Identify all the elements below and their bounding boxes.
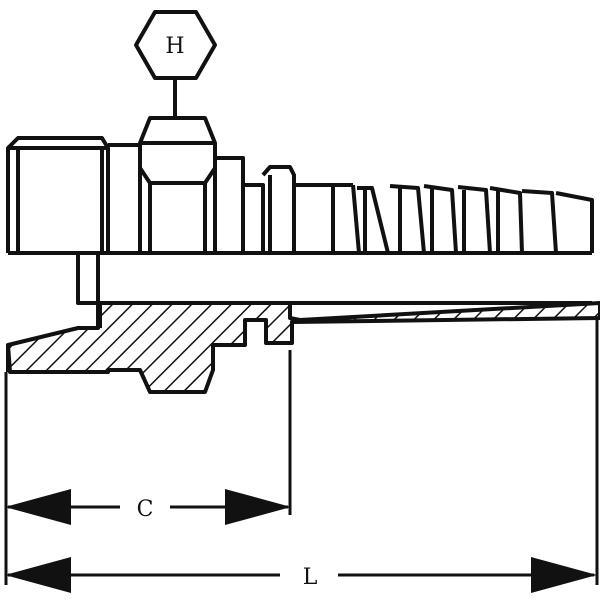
- hex-symbol: H: [134, 10, 217, 116]
- fitting-section-lower: [6, 301, 600, 394]
- dimension-l: L: [5, 557, 597, 593]
- hex-label: H: [165, 34, 184, 59]
- dimension-c: C: [5, 489, 291, 525]
- fitting-body-upper: [6, 116, 594, 255]
- dim-c-label: C: [137, 497, 154, 522]
- extension-lines: [4, 318, 599, 585]
- dim-l-label: L: [303, 565, 318, 590]
- bore-outline: [8, 251, 592, 305]
- hex-outline-icon: [134, 10, 217, 80]
